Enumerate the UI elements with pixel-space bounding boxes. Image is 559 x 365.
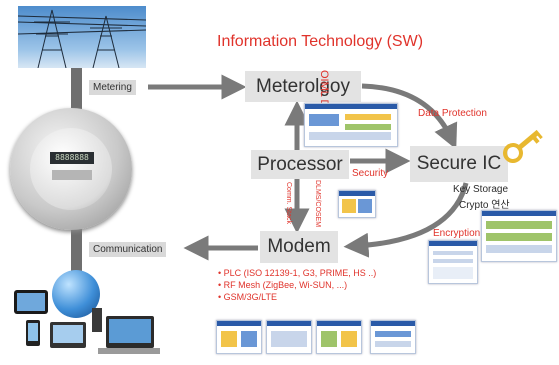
doc-thumbnail-encryption-1 [428, 240, 478, 284]
communication-label: Communication [89, 242, 167, 257]
crypto-label: Crypto 연산 [459, 200, 510, 211]
modem-bullet-plc: • PLC (ISO 12139-1, G3, PRIME, HS ..) [218, 268, 377, 278]
processor-box: Processor [251, 150, 349, 179]
tablet-icon [14, 290, 48, 314]
meter-display: 8888888 [50, 152, 94, 164]
modem-bullet-rf: • RF Mesh (ZigBee, Wi-SUN, ...) [218, 280, 348, 290]
monitor-icon [50, 322, 86, 348]
modem-box: Modem [260, 231, 338, 263]
devices-image [10, 270, 160, 362]
tower-icon [18, 9, 146, 68]
pc-tower-icon [92, 308, 102, 332]
page-title: Information Technology (SW) [217, 33, 424, 50]
meterology-box: Meterolgoy [245, 71, 361, 102]
secure-ic-box: Secure IC [410, 146, 508, 182]
power-tower-image [18, 6, 146, 68]
doc-thumbnail-security [338, 190, 376, 218]
smart-meter-image: 8888888 [10, 108, 132, 230]
phone-icon [26, 320, 40, 346]
modem-bullet-gsm: • GSM/3G/LTE [218, 292, 277, 302]
doc-thumbnail-meterology [304, 103, 398, 147]
laptop-icon [106, 316, 154, 348]
doc-thumbnail-modem-4 [370, 320, 416, 354]
key-storage-label: Key Storage [453, 184, 509, 195]
comm-stack-label: Comm. Stack [285, 182, 292, 225]
doc-thumbnail-modem-2 [266, 320, 312, 354]
dlms-label: DLMS/COSEM [314, 180, 321, 228]
encryption-label: Encryption [433, 228, 481, 239]
security-label: Security [352, 168, 389, 179]
encryption-arrow [343, 182, 469, 258]
metering-label: Metering [89, 80, 136, 95]
pole-bottom [71, 222, 82, 278]
data-protection-label: Data Protection [418, 108, 487, 119]
data-protection-arrow [361, 83, 458, 150]
doc-thumbnail-modem-1 [216, 320, 262, 354]
doc-thumbnail-modem-3 [316, 320, 362, 354]
doc-thumbnail-encryption-2 [481, 210, 557, 262]
pole-top [71, 65, 82, 117]
